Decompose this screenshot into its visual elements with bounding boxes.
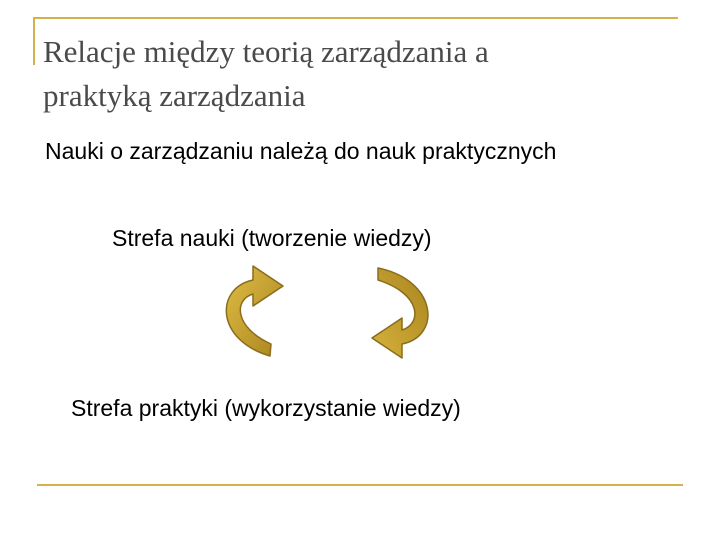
title-line-1: Relacje między teorią zarządzania a [43,34,489,69]
slide-subtitle: Nauki o zarządzaniu należą do nauk prakt… [45,138,557,164]
curved-arrow-down-left-icon [371,267,429,359]
bottom-divider [37,484,683,486]
title-line-2: praktyką zarządzania [43,78,306,113]
top-divider [34,17,678,19]
practice-zone-label: Strefa praktyki (wykorzystanie wiedzy) [71,395,461,421]
curved-arrow-up-right-icon [225,265,284,357]
left-accent-bar [33,17,35,65]
slide-title: Relacje między teorią zarządzania a prak… [43,30,683,118]
science-zone-label: Strefa nauki (tworzenie wiedzy) [112,225,432,251]
